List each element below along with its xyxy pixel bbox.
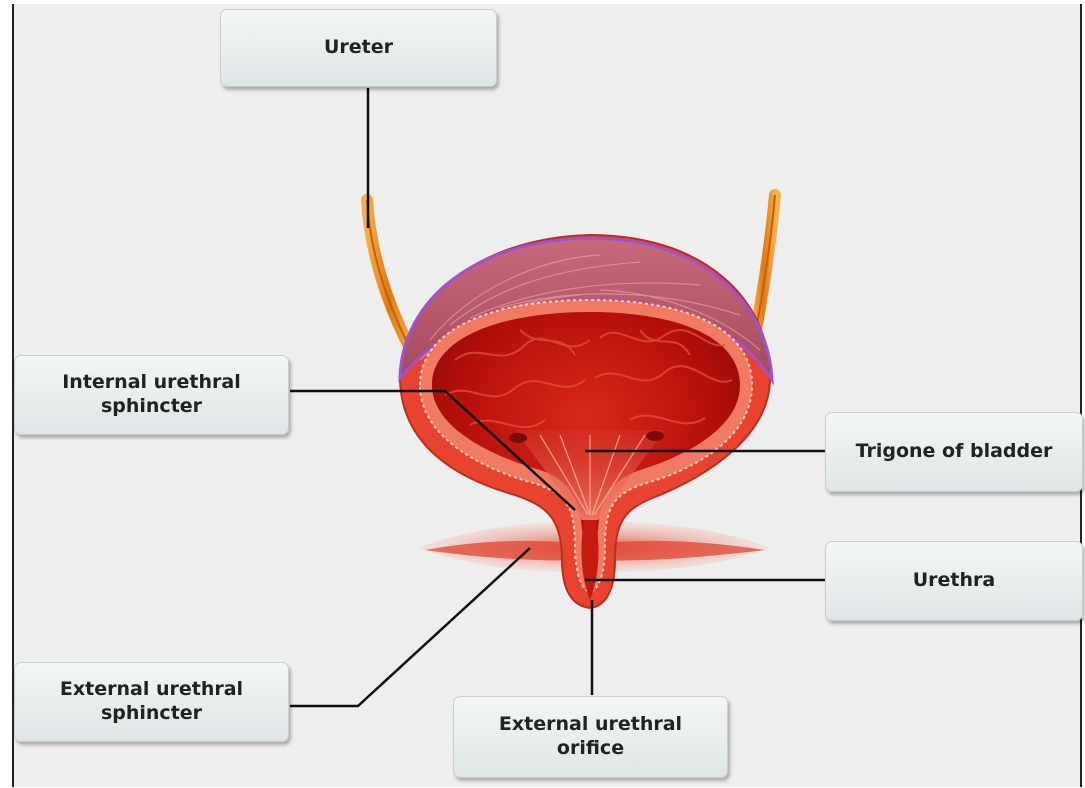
- label-external-urethral-orifice: External urethral orifice: [453, 696, 728, 778]
- ureter-left: [367, 200, 412, 352]
- ureteric-opening-left: [509, 433, 527, 443]
- leader-external-sphincter: [290, 548, 530, 706]
- label-internal-urethral-sphincter-text: Internal urethral sphincter: [62, 371, 241, 419]
- label-external-urethral-orifice-text: External urethral orifice: [499, 713, 682, 761]
- label-trigone-of-bladder-text: Trigone of bladder: [856, 440, 1053, 464]
- label-ureter: Ureter: [220, 9, 497, 87]
- label-external-urethral-sphincter-text: External urethral sphincter: [60, 678, 243, 726]
- label-external-urethral-sphincter: External urethral sphincter: [14, 662, 289, 742]
- label-internal-urethral-sphincter: Internal urethral sphincter: [14, 355, 289, 435]
- ureteric-opening-right: [646, 431, 664, 441]
- label-ureter-text: Ureter: [324, 36, 393, 60]
- label-urethra: Urethra: [825, 541, 1083, 621]
- label-urethra-text: Urethra: [913, 569, 996, 593]
- label-trigone-of-bladder: Trigone of bladder: [825, 412, 1083, 492]
